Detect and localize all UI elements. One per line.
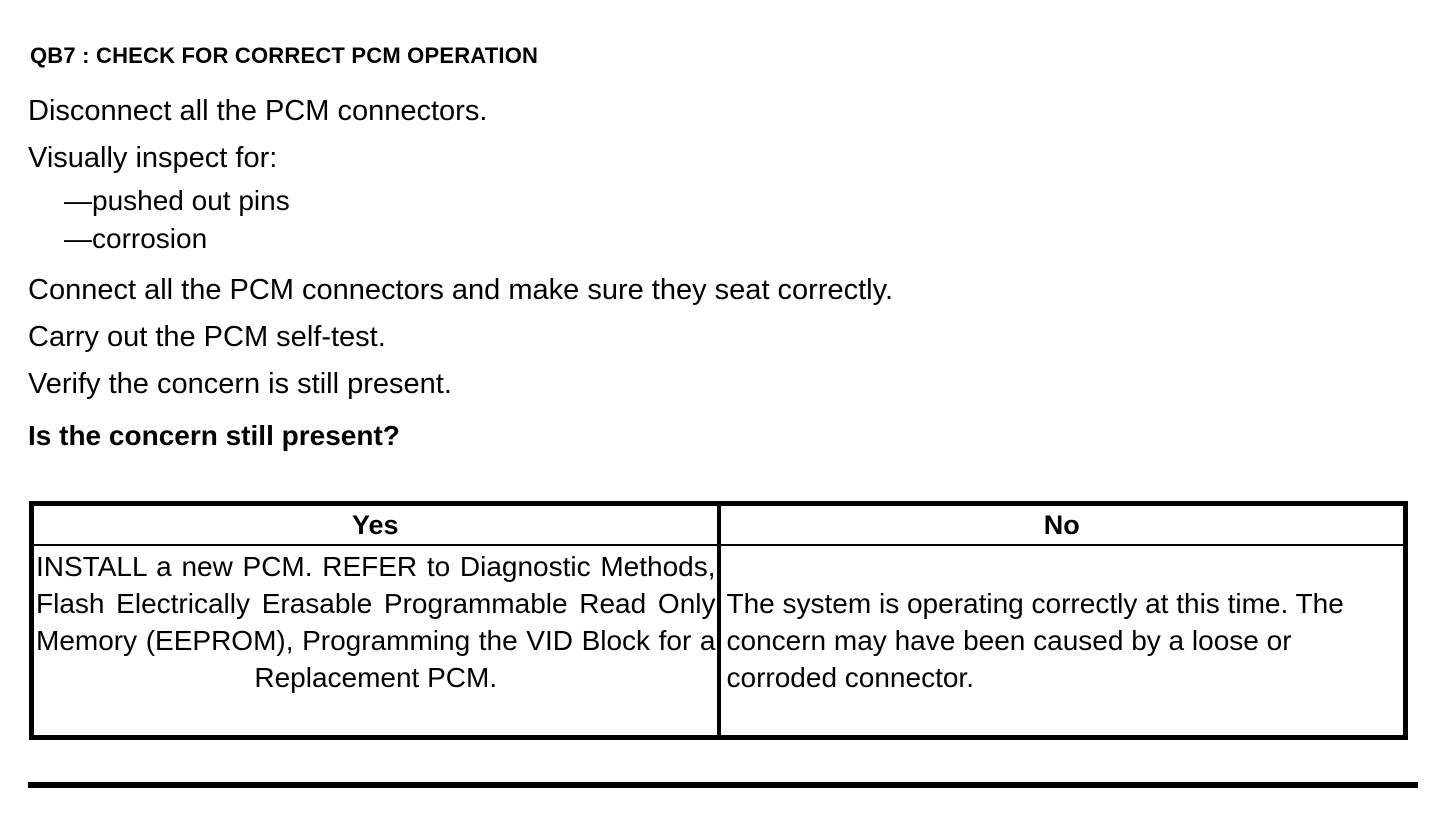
procedure-line-connect: Connect all the PCM connectors and make …	[28, 274, 894, 306]
procedure-line-self-test: Carry out the PCM self-test.	[28, 321, 386, 353]
decision-table: Yes No INSTALL a new PCM. REFER to Diagn…	[29, 501, 1408, 740]
table-row: INSTALL a new PCM. REFER to Diagnostic M…	[29, 544, 1408, 740]
table-header-no: No	[717, 501, 1408, 546]
list-spacer	[28, 258, 1418, 267]
yes-action-text: INSTALL a new PCM. REFER to Diagnostic M…	[36, 551, 716, 693]
no-action-text: The system is operating correctly at thi…	[726, 588, 1344, 693]
procedure-list-item-pushed-out-pins: —pushed out pins	[64, 185, 290, 216]
table-cell-yes-action: INSTALL a new PCM. REFER to Diagnostic M…	[29, 544, 721, 740]
procedure-line-verify: Verify the concern is still present.	[28, 368, 452, 400]
procedure-question: Is the concern still present?	[28, 420, 400, 451]
procedure-steps: Disconnect all the PCM connectors. Visua…	[28, 88, 1418, 463]
table-header-yes: Yes	[29, 501, 721, 546]
page-title: QB7 : CHECK FOR CORRECT PCM OPERATION	[30, 43, 539, 68]
procedure-list-item-corrosion: —corrosion	[64, 223, 208, 254]
table-header-row: Yes No	[29, 501, 1408, 546]
procedure-line-inspect-header: Visually inspect for:	[28, 142, 278, 174]
table-cell-no-action: The system is operating correctly at thi…	[717, 544, 1408, 740]
procedure-line-disconnect: Disconnect all the PCM connectors.	[28, 95, 488, 127]
bottom-divider	[28, 782, 1418, 788]
